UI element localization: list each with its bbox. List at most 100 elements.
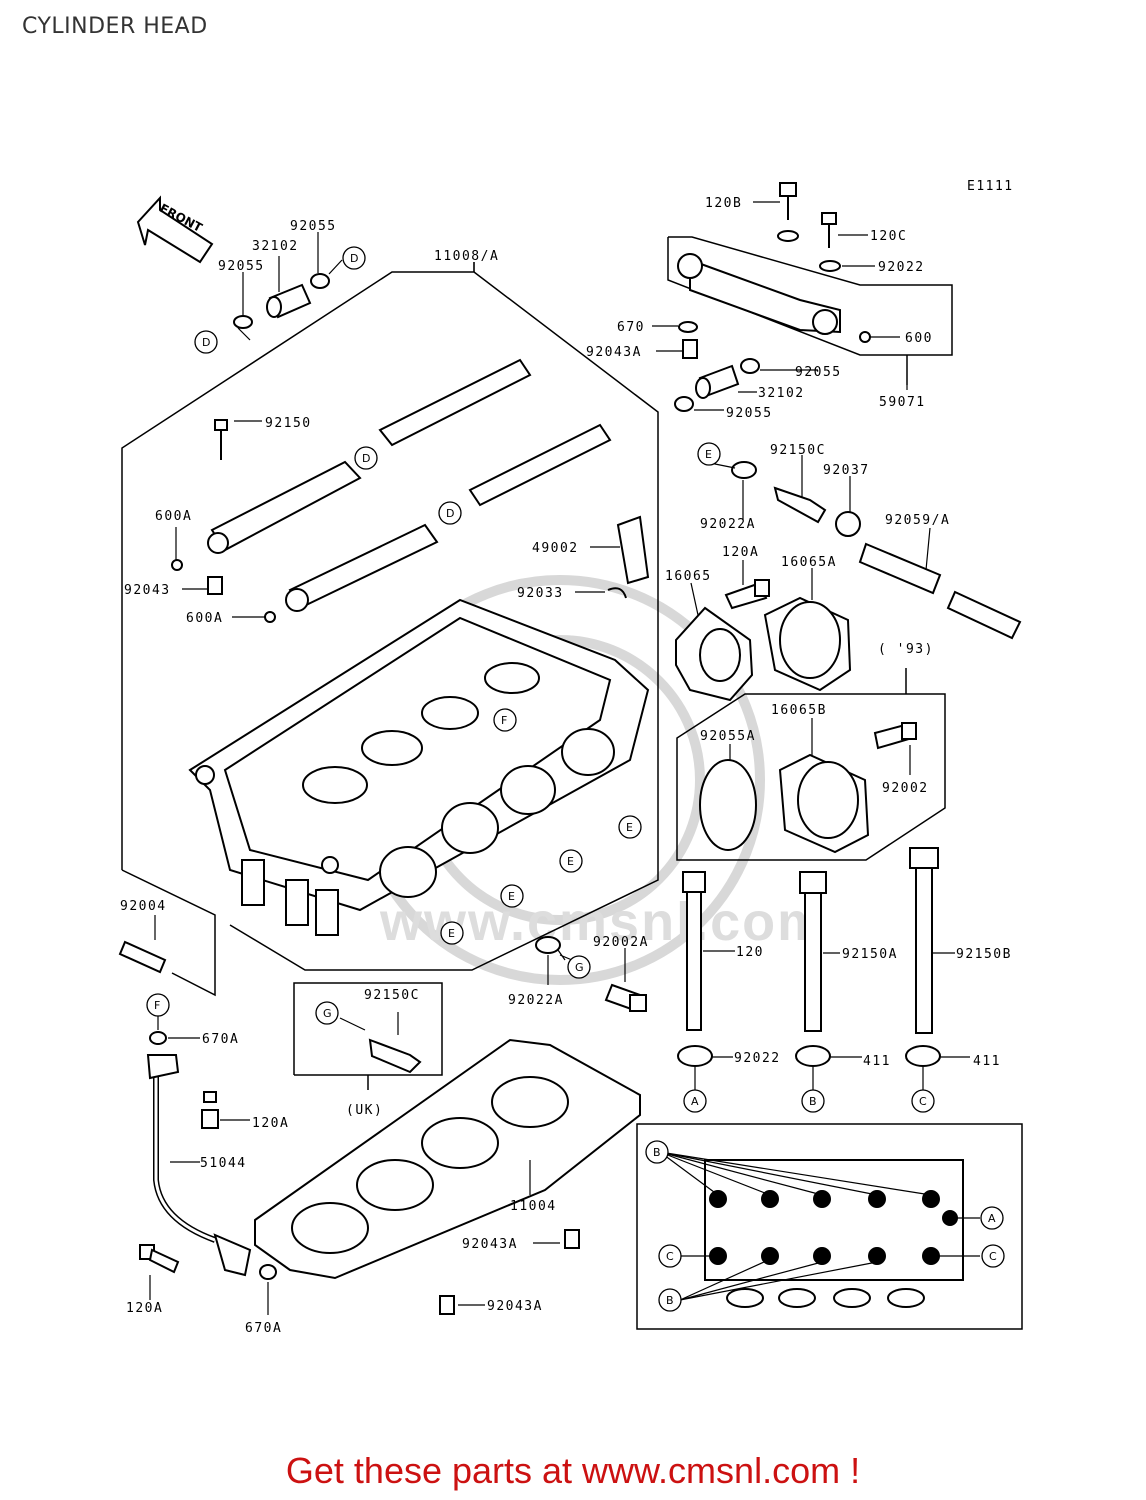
callout-d-3: D — [354, 446, 378, 470]
dowel-92043 — [207, 576, 223, 595]
label-92043: 92043 — [124, 583, 171, 598]
svg-text:A: A — [691, 1095, 699, 1108]
label-11004: 11004 — [510, 1199, 557, 1214]
svg-text:A: A — [988, 1212, 996, 1225]
uk-box — [293, 982, 443, 1090]
callout-f-1: F — [493, 708, 517, 732]
bolt-92150A — [799, 871, 827, 1032]
label-92055-right2: 92055 — [726, 406, 773, 421]
washer-120B — [777, 230, 799, 242]
dowel-92043A-middle — [564, 1229, 580, 1249]
oring-670 — [678, 321, 698, 333]
fitting-bottom — [213, 1233, 252, 1277]
label-92002A: 92002A — [593, 935, 649, 950]
oring-92055-left-lower — [233, 315, 253, 329]
footer-promo-link[interactable]: Get these parts at www.cmsnl.com ! — [285, 1450, 861, 1491]
page-title: CYLINDER HEAD — [22, 14, 208, 39]
callout-c-3: C — [981, 1244, 1005, 1268]
svg-text:D: D — [446, 507, 454, 520]
label-600: 600 — [905, 331, 933, 346]
dowel-92043A-top — [682, 339, 698, 359]
label-670: 670 — [617, 320, 645, 335]
label-92004: 92004 — [120, 899, 167, 914]
svg-text:B: B — [809, 1095, 817, 1108]
callout-d-1: D — [342, 246, 366, 270]
svg-text:G: G — [575, 961, 584, 974]
oring-670A-left — [149, 1031, 167, 1045]
oring-92055A — [699, 759, 757, 851]
oring-92055-right-lower — [674, 396, 694, 412]
label-32102-right: 32102 — [758, 386, 805, 401]
callout-b-3: B — [658, 1288, 682, 1312]
ref-code: E1111 — [967, 179, 1014, 194]
leader-lines — [149, 201, 980, 1315]
svg-text:E: E — [567, 855, 574, 868]
svg-text:B: B — [666, 1294, 674, 1307]
label-670A-1: 670A — [202, 1032, 239, 1047]
hose-92059A-1 — [858, 542, 942, 595]
ball-600 — [859, 331, 871, 343]
callout-e-4: E — [440, 921, 464, 945]
bolt-92150B — [909, 847, 939, 1034]
label-16065: 16065 — [665, 569, 712, 584]
callout-e-1: E — [618, 815, 642, 839]
svg-text:B: B — [653, 1146, 661, 1159]
svg-text:D: D — [350, 252, 358, 265]
valve-guide-49002 — [616, 515, 650, 585]
washer-92022A-right — [731, 461, 757, 479]
bolt-120C — [821, 212, 837, 248]
label-92022A-lower: 92022A — [508, 993, 564, 1008]
fitting-top — [146, 1054, 180, 1080]
oil-pipe-59071 — [677, 253, 841, 335]
bolt-120 — [682, 871, 706, 1031]
label-92150C-uk: 92150C — [364, 988, 420, 1003]
label-92150C-right: 92150C — [770, 443, 826, 458]
callout-a-2: A — [980, 1206, 1004, 1230]
washer-92022A-lower — [535, 936, 561, 954]
label-92055-top: 92055 — [290, 219, 337, 234]
svg-text:E: E — [508, 890, 515, 903]
callout-f-2: F — [146, 993, 170, 1017]
stud-92004 — [118, 940, 167, 974]
label-92150B: 92150B — [956, 947, 1012, 962]
part-labels: 11008/A 92055 32102 92055 92150 600A 920… — [120, 196, 1012, 1336]
label-92043A-middle: 92043A — [462, 1237, 518, 1252]
clip-92037 — [835, 511, 861, 537]
camshaft-holders — [207, 358, 612, 612]
label-92037: 92037 — [823, 463, 870, 478]
bolt-120A-left-lower — [139, 1244, 180, 1274]
bolt-120A-left-upper — [201, 1091, 219, 1129]
callout-g-1: G — [567, 955, 591, 979]
label-92055-right1: 92055 — [795, 365, 842, 380]
label-120B: 120B — [705, 196, 742, 211]
fitting-92150C — [773, 486, 827, 524]
label-120: 120 — [736, 945, 764, 960]
oring-670A-lower — [259, 1264, 277, 1280]
bolt-92150 — [214, 419, 228, 460]
label-16065A: 16065A — [781, 555, 837, 570]
clip-92033 — [607, 587, 627, 599]
label-600A-1: 600A — [155, 509, 192, 524]
callout-b-1: B — [801, 1089, 825, 1113]
svg-text:F: F — [154, 999, 160, 1012]
ball-600A-1 — [171, 559, 183, 571]
front-arrow-icon: FRONT — [136, 195, 214, 264]
callout-c-1: C — [911, 1089, 935, 1113]
bolt-92002-in-box — [873, 722, 917, 750]
bolt-120A-right — [724, 579, 770, 610]
callout-g-2: G — [315, 1001, 339, 1025]
label-92043A-lower: 92043A — [487, 1299, 543, 1314]
label-120C: 120C — [870, 229, 907, 244]
head-gasket-11004 — [254, 1038, 641, 1280]
oil-pipe-51044 — [153, 1065, 217, 1243]
label-120A-left-upper: 120A — [252, 1116, 289, 1131]
label-51044: 51044 — [200, 1156, 247, 1171]
ball-600A-2 — [264, 611, 276, 623]
holder-16065A — [763, 596, 852, 692]
svg-text:F: F — [501, 714, 507, 727]
label-uk: (UK) — [346, 1103, 383, 1118]
holder-16065B — [778, 753, 870, 854]
fitting-92150C-uk — [368, 1038, 422, 1074]
label-92022-top: 92022 — [878, 260, 925, 275]
